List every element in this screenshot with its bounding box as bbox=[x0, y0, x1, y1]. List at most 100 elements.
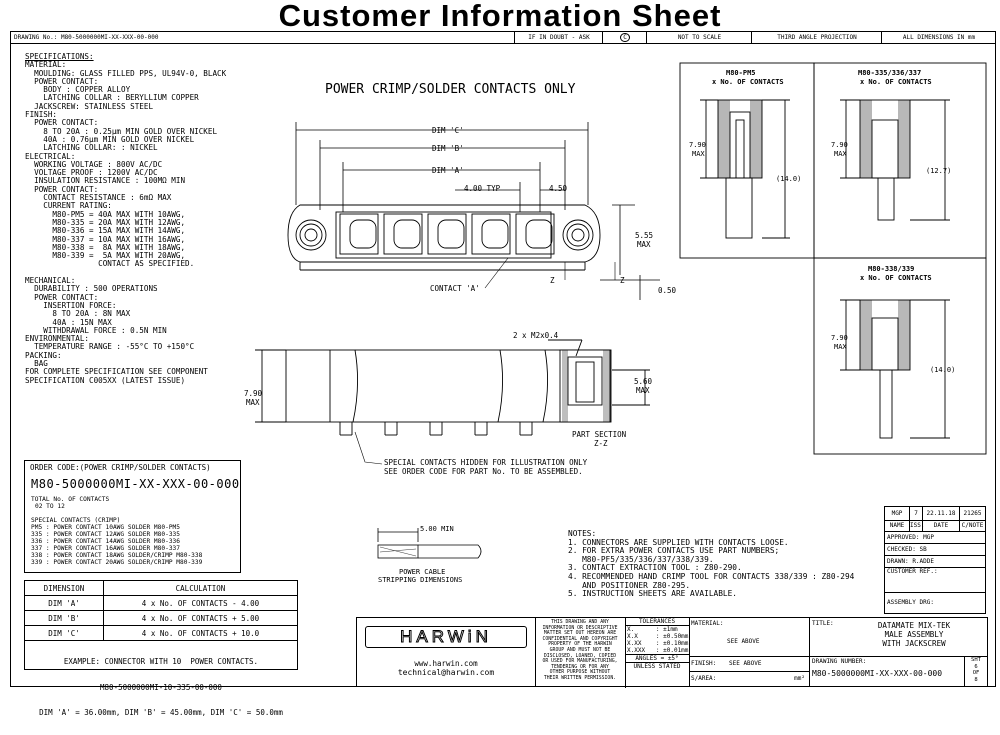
zz-label: Z-Z bbox=[594, 439, 608, 448]
spec-line: 8 TO 20A : 8N MAX bbox=[25, 309, 131, 319]
side-560-max: MAX bbox=[636, 386, 650, 395]
confidential-line: INFORMATION OR DESCRIPTIVE bbox=[542, 625, 618, 631]
special-contact-line: PM5 : POWER CONTACT 10AWG SOLDER M80-PM5 bbox=[31, 524, 181, 531]
spec-line: SPECIFICATION C005XX (LATEST ISSUE) bbox=[25, 375, 186, 385]
tolerance-line: X.XX : ±0.10mm bbox=[627, 640, 689, 647]
dim-555-max: MAX bbox=[637, 240, 651, 249]
copyright-mark: C bbox=[602, 32, 647, 43]
confidential-line: PROPERTY OF THE HARWIN bbox=[548, 642, 612, 648]
rev-date: 22.11.18 bbox=[923, 507, 960, 520]
dim-555-label: 5.55 bbox=[635, 231, 653, 240]
drawing-number-box: DRAWING NUMBER: M80-5000000MI-XX-XXX-00-… bbox=[809, 657, 965, 686]
special-note-1: SPECIAL CONTACTS HIDDEN FOR ILLUSTRATION… bbox=[384, 458, 588, 467]
note-line: 2. FOR EXTRA POWER CONTACTS USE PART NUM… bbox=[568, 546, 780, 556]
spec-line: DURABILITY : 500 OPERATIONS bbox=[25, 284, 158, 294]
spec-line: INSULATION RESISTANCE : 100MΩ MIN bbox=[25, 176, 186, 186]
finish-label: FINISH: bbox=[691, 660, 717, 667]
drawing-number-label: DRAWING NUMBER: bbox=[812, 658, 867, 665]
calc-col-dimension: DIMENSION bbox=[24, 580, 104, 596]
spec-line: MECHANICAL: bbox=[25, 276, 76, 286]
confidential-line: TENDERING OR FOR ANY bbox=[551, 664, 609, 670]
spec-line: MATERIAL: bbox=[25, 60, 67, 70]
special-contacts-heading: SPECIAL CONTACTS (CRIMP) bbox=[31, 517, 121, 524]
calc-col-calculation: CALCULATION bbox=[103, 580, 298, 596]
power-crimp-title: POWER CRIMP/SOLDER CONTACTS ONLY bbox=[325, 82, 576, 97]
spec-line: PACKING: bbox=[25, 350, 62, 360]
spec-line: ENVIRONMENTAL: bbox=[25, 334, 90, 344]
spec-line: TEMPERATURE RANGE : -55°C TO +150°C bbox=[25, 342, 195, 352]
spec-line: WITHDRAWAL FORCE : 0.5N MIN bbox=[25, 325, 167, 335]
order-code-box: ORDER CODE:(POWER CRIMP/SOLDER CONTACTS)… bbox=[24, 460, 241, 573]
side-790-max: MAX bbox=[246, 398, 260, 407]
dim-a-label: DIM 'A' bbox=[432, 166, 464, 175]
c335-title-2: x No. OF CONTACTS bbox=[860, 78, 932, 86]
c335-790: 7.90 bbox=[831, 141, 848, 149]
title-line-3: WITH JACKSCREW bbox=[882, 639, 946, 648]
spec-line: WORKING VOLTAGE : 800V AC/DC bbox=[25, 159, 163, 169]
harwin-web[interactable]: www.harwin.com bbox=[414, 659, 478, 668]
drawing-number: M80-5000000MI-XX-XXX-00-000 bbox=[812, 669, 943, 678]
table-row: DIM 'A'4 x No. OF CONTACTS - 4.00 bbox=[24, 595, 298, 611]
dim-450-label: 4.50 bbox=[549, 184, 568, 193]
sht-total: 8 bbox=[974, 676, 978, 683]
harwin-section: HARWiN www.harwin.com technical@harwin.c… bbox=[357, 618, 536, 686]
spec-line: POWER CONTACT: bbox=[25, 118, 99, 128]
sarea-label: S/AREA: bbox=[691, 675, 717, 682]
z-label-left: Z bbox=[550, 276, 555, 285]
table-row: DIM 'B'4 x No. OF CONTACTS + 5.00 bbox=[24, 610, 298, 626]
rev-h-name: NAME bbox=[885, 521, 910, 531]
spec-line: M80-336 = 15A MAX WITH 14AWG, bbox=[25, 226, 186, 236]
confidential-line: GROUP AND MUST NOT BE bbox=[549, 647, 611, 653]
approved-label: APPROVED: bbox=[887, 534, 920, 541]
c338-140: (14.0) bbox=[930, 366, 955, 374]
m2-label: 2 x M2x0.4 bbox=[513, 331, 559, 340]
side-560-label: 5.60 bbox=[634, 377, 653, 386]
harwin-email[interactable]: technical@harwin.com bbox=[397, 667, 495, 677]
note-line: M80-PF5/335/336/337/338/339. bbox=[568, 554, 714, 564]
drawing-no: DRAWING No.: M80-5000000MI-XX-XXX-00-000 bbox=[14, 34, 159, 41]
customer-ref: CUSTOMER REF.: bbox=[884, 568, 986, 593]
confidential-line: MATTER SET OUT HEREON ARE bbox=[543, 631, 617, 637]
rev-h-date: DATE bbox=[923, 521, 960, 531]
not-to-scale: NOT TO SCALE bbox=[646, 32, 752, 43]
spec-line: POWER CONTACT: bbox=[25, 292, 99, 302]
approved-value: MGP bbox=[923, 534, 934, 541]
contacts-range: 02 TO 12 bbox=[35, 503, 65, 510]
drawing-number-cell: DRAWING NUMBER: M80-5000000MI-XX-XXX-00-… bbox=[809, 657, 987, 686]
special-contact-line: 335 : POWER CONTACT 12AWG SOLDER M80-335 bbox=[31, 531, 181, 538]
tolerance-line: X.XXX : ±0.01mm bbox=[627, 647, 689, 654]
rev-iss: 7 bbox=[910, 507, 923, 520]
page-title: Customer Information Sheet bbox=[278, 0, 722, 33]
dim-b-label: DIM 'B' bbox=[432, 144, 464, 153]
checked-row: CHECKED: SB bbox=[884, 544, 986, 556]
dim-050-label: 0.50 bbox=[658, 286, 677, 295]
note-line: AND POSITIONER Z80-295. bbox=[568, 580, 691, 590]
spec-line: INSERTION FORCE: bbox=[25, 300, 117, 310]
material-finish: MATERIAL: SEE ABOVE FINISH: SEE ABOVE S/… bbox=[689, 618, 810, 686]
calc-value: 4 x No. OF CONTACTS - 4.00 bbox=[103, 595, 298, 611]
power-cable-drawing bbox=[377, 528, 482, 559]
cable-label-2: STRIPPING DIMENSIONS bbox=[378, 576, 462, 584]
note-line: 1. CONNECTORS ARE SUPPLIED WITH CONTACTS… bbox=[568, 537, 789, 547]
notes-heading: NOTES: bbox=[568, 529, 597, 538]
sht-num: 6 bbox=[974, 663, 978, 670]
dim-c-label: DIM 'C' bbox=[432, 126, 464, 135]
spec-line: BODY : COPPER ALLOY bbox=[25, 85, 131, 95]
drawn-label: DRAWN: bbox=[887, 558, 909, 565]
c338-max: MAX bbox=[834, 343, 847, 351]
note-line: 3. CONTACT EXTRACTION TOOL : Z80-290. bbox=[568, 563, 742, 573]
spec-line: VOLTAGE PROOF : 1200V AC/DC bbox=[25, 168, 158, 178]
c338-title-1: M80-338/339 bbox=[868, 265, 914, 273]
c335-title-1: M80-335/336/337 bbox=[858, 69, 921, 77]
sht-label: SHT bbox=[971, 657, 981, 663]
spec-line: 40A : 15N MAX bbox=[25, 317, 112, 327]
title-label: TITLE: bbox=[812, 620, 834, 627]
spec-line: CURRENT RATING: bbox=[25, 201, 112, 211]
special-contact-line: 338 : POWER CONTACT 18AWG SOLDER/CRIMP M… bbox=[31, 552, 203, 559]
cable-label-1: POWER CABLE bbox=[399, 568, 445, 576]
spec-line: LATCHING COLLAR : BERYLLIUM COPPER bbox=[25, 93, 199, 103]
